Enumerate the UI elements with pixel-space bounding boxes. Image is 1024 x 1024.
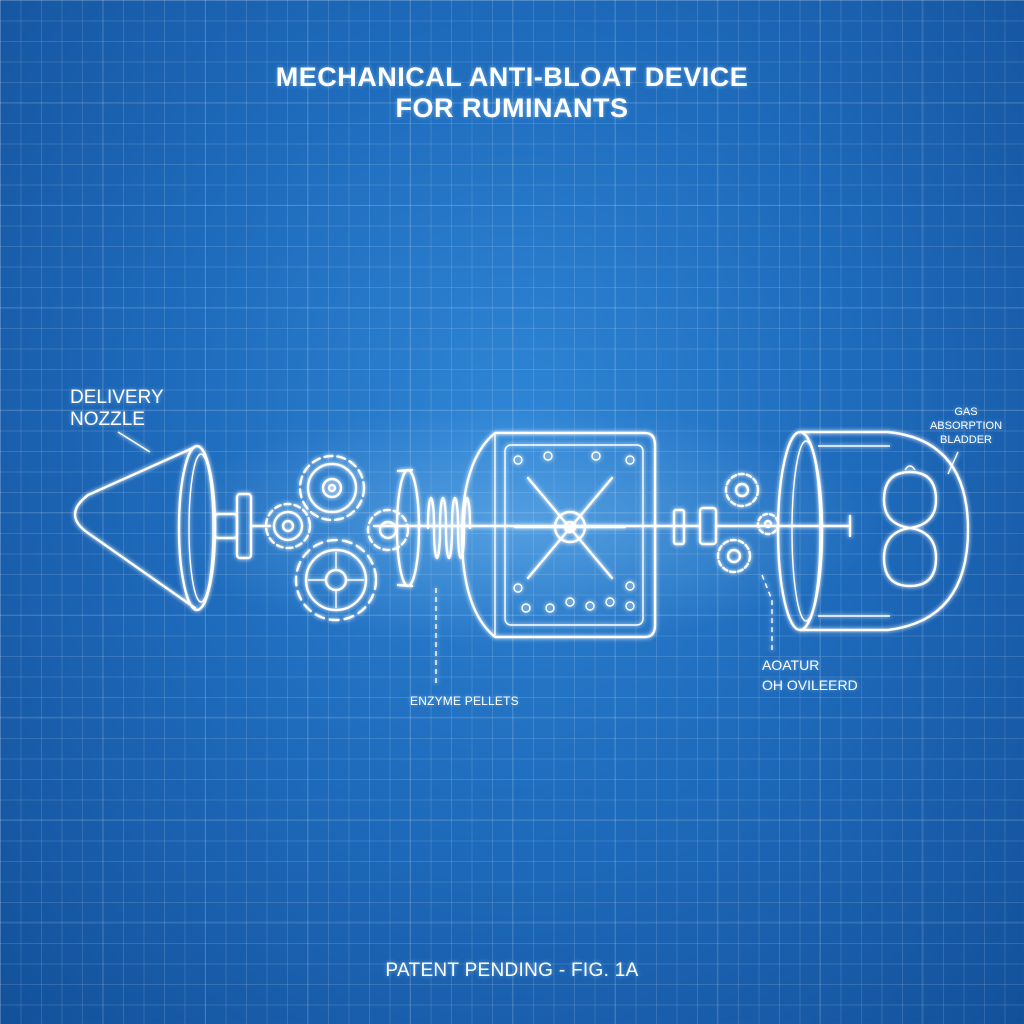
label-bladder-line-1: GAS (954, 406, 978, 418)
enzyme-pellets (513, 451, 635, 613)
label-enzyme-pellets: ENZYME PELLETS (410, 694, 519, 708)
leader-line-bladder (947, 451, 959, 475)
label-actuator-line-2: OH OVILEERD (762, 677, 858, 693)
pressure-plate (395, 468, 421, 588)
gear-assembly (264, 454, 410, 622)
label-bladder-line-2: ABSORPTION (929, 420, 1003, 432)
label-actuator: AOATUR OH OVILEERD (762, 655, 858, 695)
label-delivery-nozzle: DELIVERY NOZZLE (70, 387, 164, 431)
label-bladder-line-3: BLADDER (940, 434, 992, 446)
gear-small-left (264, 502, 312, 550)
gear-right-bottom (716, 538, 752, 574)
label-actuator-line-1: AOATUR (762, 657, 820, 673)
rotor (513, 476, 627, 580)
title-line-2: FOR RUMINANTS (395, 93, 629, 123)
page-title: MECHANICAL ANTI-BLOAT DEVICE FOR RUMINAN… (0, 62, 1024, 124)
footer-caption: PATENT PENDING - FIG. 1A (385, 960, 639, 981)
spring (426, 496, 472, 560)
label-delivery-nozzle-line-2: NOZZLE (70, 409, 145, 430)
title-line-1: MECHANICAL ANTI-BLOAT DEVICE (275, 62, 749, 92)
gear-top (298, 454, 366, 522)
label-delivery-nozzle-line-1: DELIVERY (70, 387, 164, 408)
gear-bottom (294, 538, 378, 622)
nozzle-coupler (213, 492, 272, 560)
leader-line-nozzle (117, 431, 151, 453)
enzyme-chamber (460, 431, 657, 639)
label-gas-absorption-bladder: GAS ABSORPTION BLADDER (918, 405, 1014, 447)
gas-absorption-bladder (776, 430, 970, 632)
gear-right-top (724, 472, 760, 508)
